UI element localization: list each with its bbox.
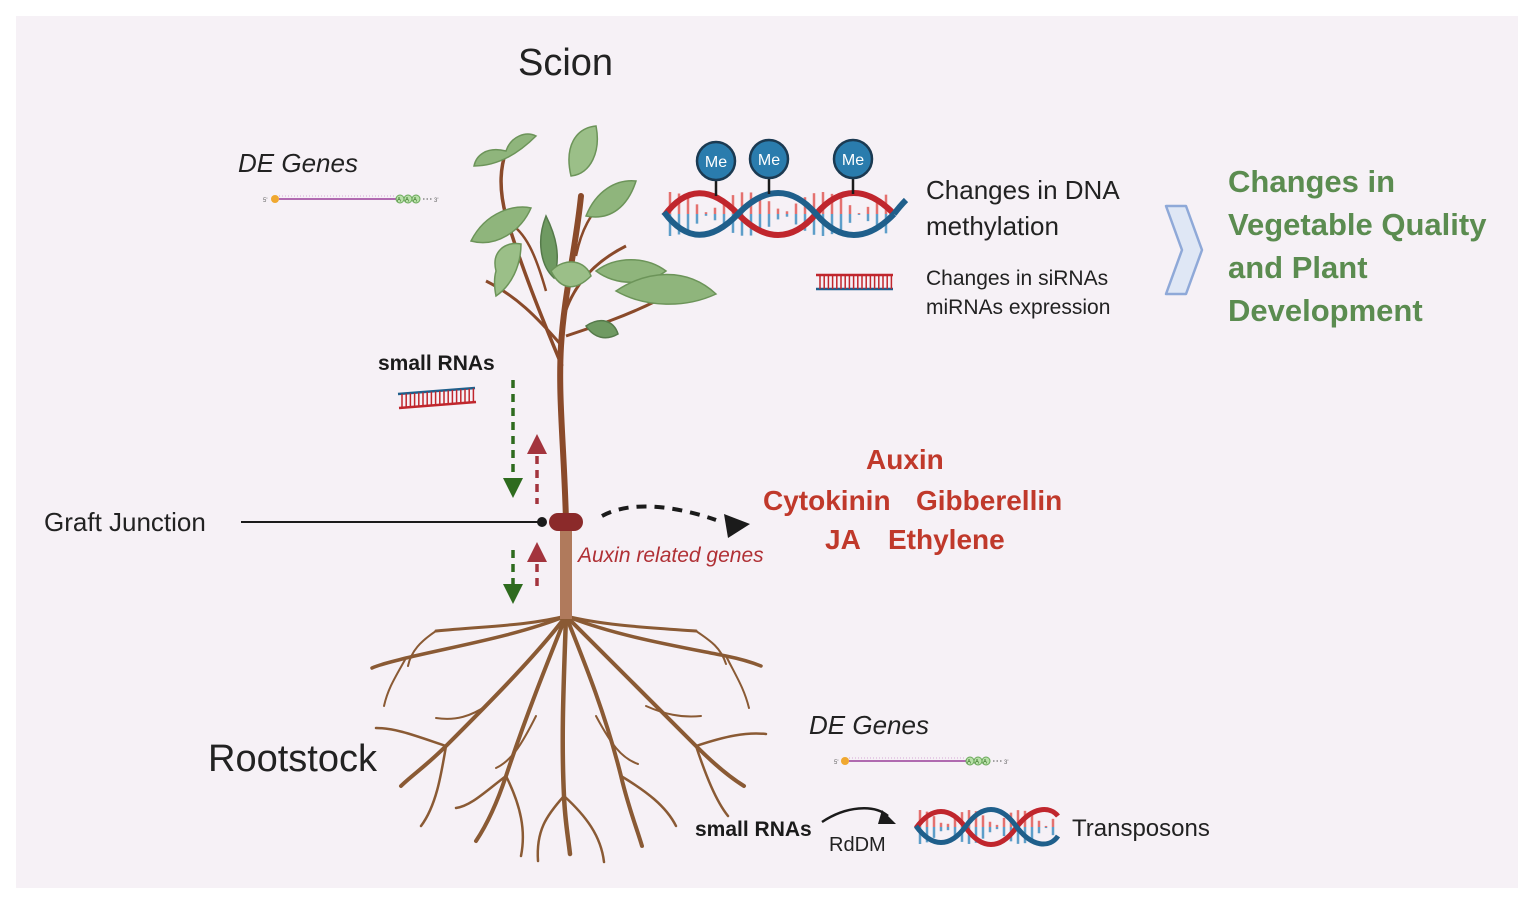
hormone-cytokinin: Cytokinin — [763, 485, 891, 516]
svg-text:3': 3' — [1004, 760, 1008, 766]
diagram-canvas: 5' A A A 3' 5' A A A 3' — [16, 16, 1518, 888]
svg-text:3': 3' — [434, 198, 438, 204]
hormone-gibberellin: Gibberellin — [916, 485, 1063, 516]
sirna-line-2: miRNAs expression — [926, 296, 1111, 319]
diagram-artwork: 5' A A A 3' 5' A A A 3' — [241, 125, 1204, 864]
hormone-ja: JA — [825, 524, 861, 555]
rddm-arrow — [821, 807, 896, 824]
small-rnas-label-top: small RNAs — [378, 352, 495, 375]
scion-label: Scion — [518, 42, 614, 84]
hormone-signal-arrow — [601, 504, 750, 538]
svg-text:5': 5' — [263, 198, 267, 204]
green-down-arrow-lower — [503, 550, 523, 604]
small-rnas-label-bottom: small RNAs — [695, 818, 812, 841]
outcome-line-1: Changes in — [1228, 164, 1396, 199]
root-system-icon — [370, 613, 768, 864]
sirna-expression-label: Changes in siRNAs miRNAs expression — [926, 264, 1110, 322]
methylated-dna-icon: Me Me Me — [661, 138, 909, 238]
de-genes-label-bottom: DE Genes — [809, 710, 929, 740]
hormone-auxin: Auxin — [866, 444, 944, 475]
transposon-dna-icon — [913, 807, 1061, 847]
chevron-right-icon — [1164, 204, 1204, 296]
methyl-tag-1: Me — [705, 154, 727, 171]
rna-duplex-icon-top — [397, 386, 477, 410]
rddm-label: RdDM — [829, 834, 886, 856]
rootstock-label: Rootstock — [208, 738, 377, 780]
svg-text:A: A — [967, 760, 971, 766]
graft-junction-dot — [537, 517, 547, 527]
de-genes-label-top: DE Genes — [238, 148, 358, 178]
sirna-line-1: Changes in siRNAs — [926, 267, 1109, 290]
dna-methylation-line-2: methylation — [926, 211, 1059, 241]
hormone-ethylene: Ethylene — [888, 524, 1005, 555]
graft-union — [549, 513, 583, 531]
transposons-label: Transposons — [1072, 815, 1210, 842]
red-up-arrow-lower — [527, 542, 547, 586]
leafy-shoot-icon — [469, 125, 718, 619]
svg-text:A: A — [975, 760, 979, 766]
outcome-line-2: Vegetable Quality — [1228, 207, 1487, 242]
svg-text:A: A — [983, 760, 987, 766]
green-down-arrow-upper — [503, 380, 523, 498]
graft-junction-label: Graft Junction — [44, 507, 206, 537]
svg-text:A: A — [413, 198, 417, 204]
methyl-tag-3: Me — [842, 152, 864, 169]
svg-text:5': 5' — [834, 760, 838, 766]
outcome-label: Changes in Vegetable Quality and Plant D… — [1228, 160, 1518, 332]
mrna-icon-bottom: 5' A A A 3' — [834, 756, 1008, 766]
svg-text:A: A — [405, 198, 409, 204]
outcome-line-4: Development — [1228, 293, 1423, 328]
methyl-tag-2: Me — [758, 152, 780, 169]
auxin-related-genes-label: Auxin related genes — [578, 544, 764, 567]
rna-duplex-icon-right — [816, 273, 893, 291]
dna-methylation-line-1: Changes in DNA — [926, 175, 1120, 205]
mrna-icon-top: 5' A A A 3' — [263, 194, 438, 204]
dna-methylation-label: Changes in DNA methylation — [926, 172, 1120, 244]
svg-text:A: A — [397, 198, 401, 204]
red-up-arrow-upper — [527, 434, 547, 504]
outcome-line-3: and Plant — [1228, 250, 1368, 285]
